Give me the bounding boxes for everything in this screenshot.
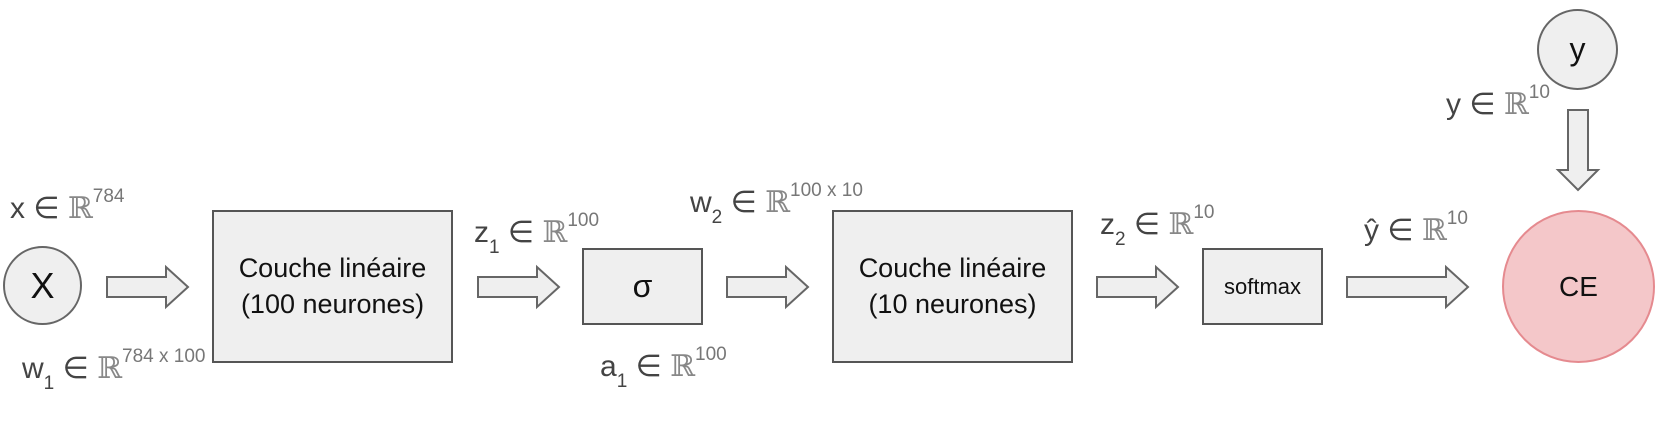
cross-entropy-text: CE — [1559, 270, 1598, 302]
linear-layer-1-neurons: (100 neurones) — [240, 288, 425, 319]
linear-layer-2: Couche linéaire (10 neurones) — [832, 210, 1073, 363]
arrow-softmax-to-ce — [1346, 264, 1470, 310]
cross-entropy-node: CE — [1502, 210, 1655, 363]
label-a1-dimension: a1 ∈ ℝ100 — [600, 344, 727, 392]
label-x-dimension: x ∈ ℝ784 — [10, 186, 125, 226]
sigma-text: σ — [632, 268, 653, 304]
linear-layer-1-title: Couche linéaire — [238, 253, 427, 284]
input-x-node: X — [3, 246, 82, 325]
linear-layer-2-neurons: (10 neurones) — [868, 288, 1037, 319]
target-y-text: y — [1569, 31, 1586, 67]
label-w2-dimension: w2 ∈ ℝ100 x 10 — [690, 180, 863, 228]
arrow-linear1-to-sigma — [477, 264, 561, 310]
target-y-node: y — [1537, 9, 1618, 90]
label-y-dimension: y ∈ ℝ10 — [1446, 82, 1550, 122]
label-z2-dimension: z2 ∈ ℝ10 — [1100, 202, 1215, 250]
input-x-text: X — [30, 264, 55, 306]
label-z1-dimension: z1 ∈ ℝ100 — [474, 210, 600, 258]
label-w1-dimension: w1 ∈ ℝ784 x 100 — [22, 346, 206, 394]
softmax-text: softmax — [1223, 273, 1302, 299]
sigma-activation: σ — [582, 248, 703, 325]
arrow-y-to-ce — [1555, 109, 1601, 192]
linear-layer-2-title: Couche linéaire — [858, 253, 1047, 284]
arrow-sigma-to-linear2 — [726, 264, 810, 310]
softmax-node: softmax — [1202, 248, 1323, 325]
arrow-linear2-to-softmax — [1096, 264, 1180, 310]
label-yhat-dimension: ŷ ∈ ℝ10 — [1364, 208, 1468, 248]
arrow-input-to-linear1 — [106, 264, 190, 310]
linear-layer-1: Couche linéaire (100 neurones) — [212, 210, 453, 363]
